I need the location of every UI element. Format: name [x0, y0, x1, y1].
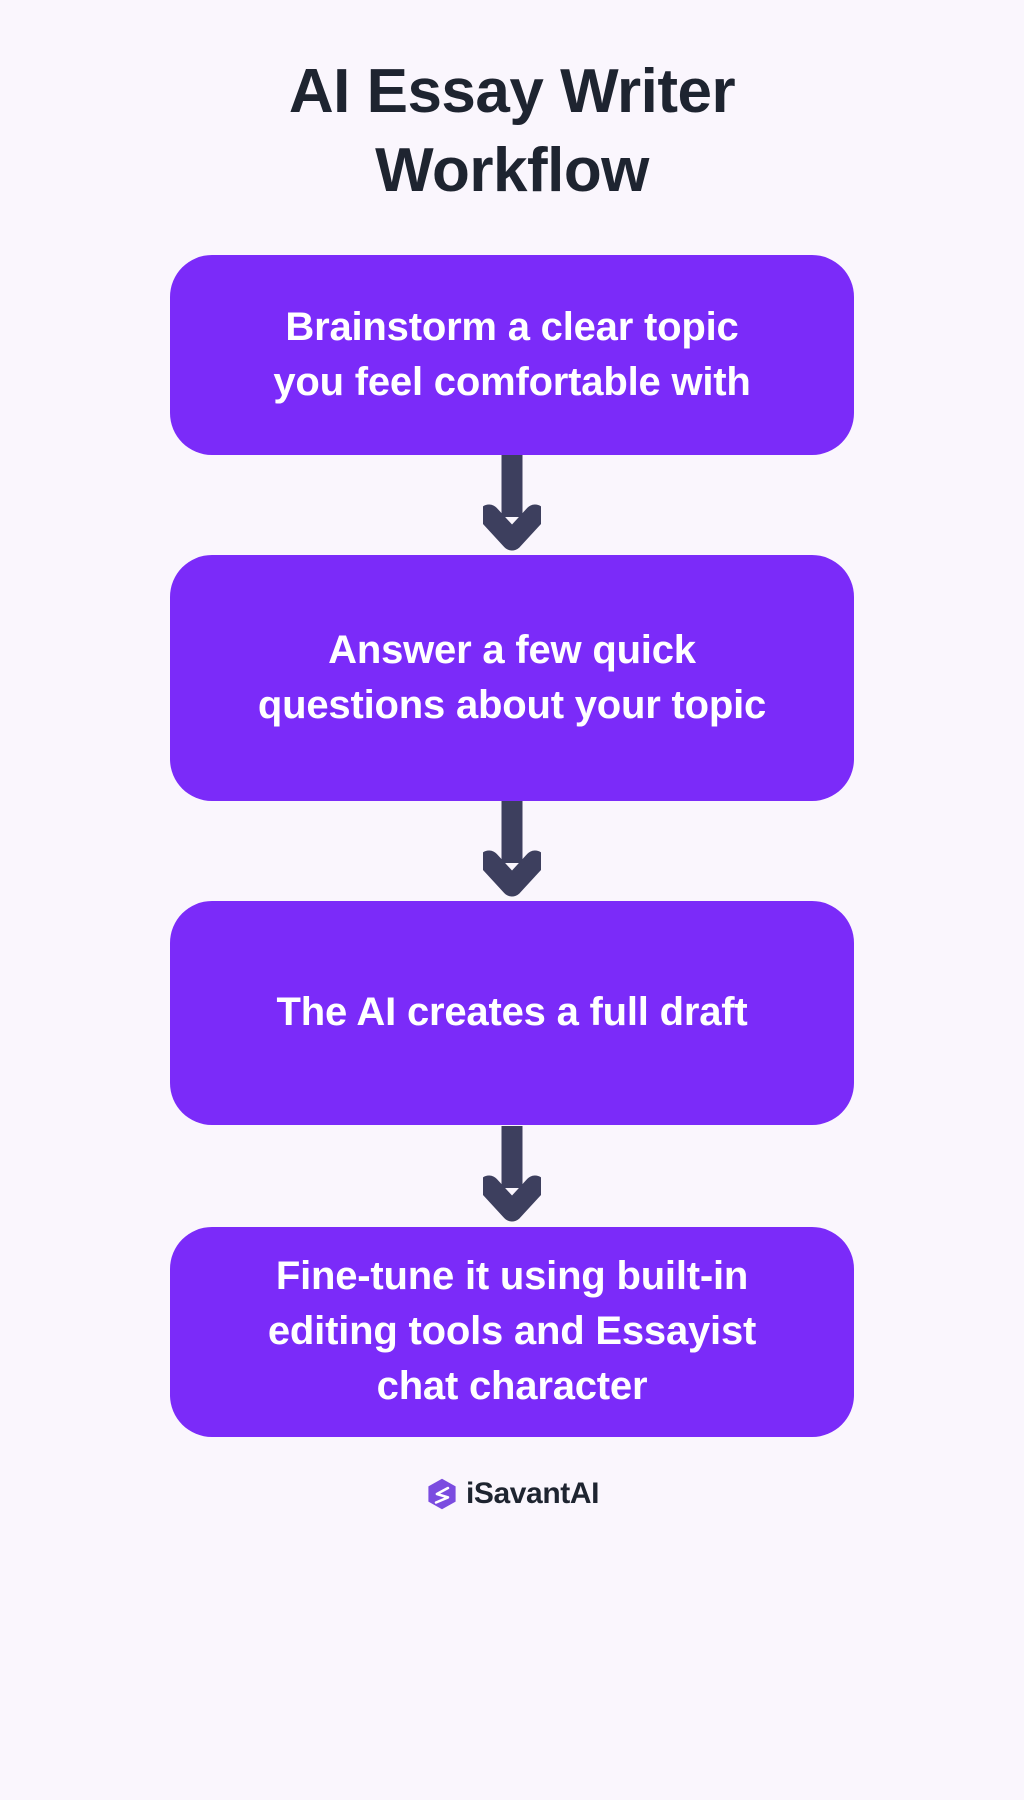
- flow-step-3-label: The AI creates a full draft: [276, 990, 748, 1035]
- page-title: AI Essay Writer Workflow: [288, 57, 736, 206]
- arrow-down-icon-2: [483, 800, 541, 901]
- footer-branding: iSavantAI: [425, 1477, 599, 1511]
- flow-step-1: Brainstorm a clear topic you feel comfor…: [170, 254, 854, 455]
- workflow-flowchart: Brainstorm a clear topic you feel comfor…: [170, 254, 854, 1437]
- brand-name: iSavantAI: [465, 1476, 600, 1510]
- arrow-down-icon-1: [483, 454, 541, 555]
- flow-step-4-label: Fine-tune it using built-in editing tool…: [267, 1253, 757, 1409]
- flow-step-2-label: Answer a few quick questions about your …: [257, 627, 767, 727]
- flow-step-4: Fine-tune it using built-in editing tool…: [170, 1226, 854, 1437]
- flow-step-3: The AI creates a full draft: [170, 900, 854, 1125]
- flow-step-2: Answer a few quick questions about your …: [170, 554, 854, 801]
- arrow-down-icon-3: [483, 1125, 541, 1227]
- isavantai-hexagon-s-logo-icon: [425, 1477, 459, 1511]
- flow-step-1-label: Brainstorm a clear topic you feel comfor…: [273, 304, 751, 404]
